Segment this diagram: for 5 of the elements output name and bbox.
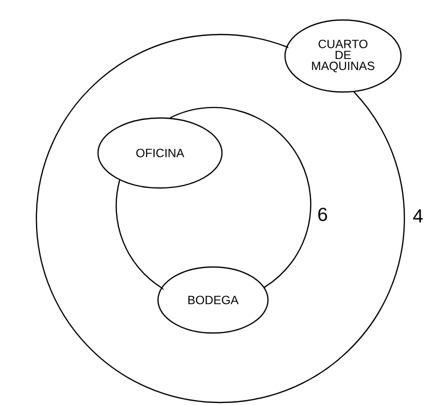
connector-arc <box>116 180 163 289</box>
connector-arc <box>36 34 405 403</box>
connector-arc <box>170 107 312 288</box>
edge-label: 6 <box>316 206 329 222</box>
edge-label: 4 <box>412 208 424 224</box>
